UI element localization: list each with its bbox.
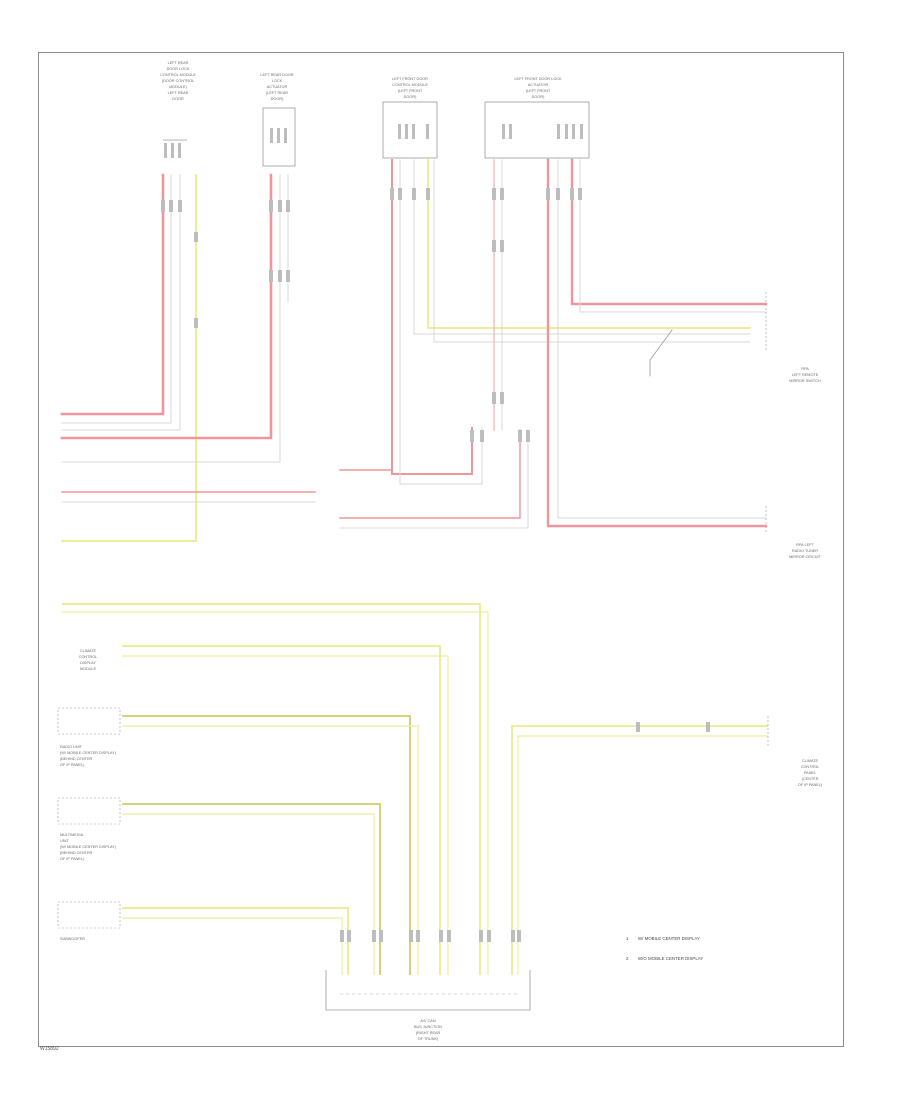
bottom-inline-connectors — [340, 930, 521, 942]
svg-text:CLIMATE: CLIMATE — [802, 759, 819, 763]
svg-text:LEFT REMOTE: LEFT REMOTE — [792, 373, 819, 377]
svg-text:RADIO TUNER: RADIO TUNER — [792, 549, 818, 553]
legend-marker-2: 2 — [626, 956, 629, 961]
svg-text:CONTROL MODULE: CONTROL MODULE — [160, 73, 196, 77]
svg-text:DOOR): DOOR) — [404, 95, 417, 99]
third-top-connector — [382, 101, 438, 159]
svg-text:RADIO UNIT: RADIO UNIT — [60, 745, 83, 749]
svg-text:LEFT REAR: LEFT REAR — [168, 61, 189, 65]
svg-text:OF IP PANEL): OF IP PANEL) — [798, 783, 823, 787]
legend-text-1: W/ MOBILE CENTER DISPLAY — [638, 936, 700, 941]
svg-text:OF TRUNK): OF TRUNK) — [418, 1037, 439, 1041]
lower-left-components: CLIMATE CONTROL DISPLAY MODULE RADIO UNI… — [57, 649, 121, 941]
svg-text:LEFT REAR: LEFT REAR — [168, 91, 189, 95]
svg-text:UNIT: UNIT — [60, 839, 70, 843]
svg-text:A/V CAN: A/V CAN — [420, 1019, 435, 1023]
svg-text:RPA: RPA — [801, 367, 809, 371]
fourth-top-connector — [484, 101, 590, 159]
legend: 1 W/ MOBILE CENTER DISPLAY 2 W/O MOBILE … — [626, 936, 703, 961]
bottom-junction-component: A/V CAN BUS JUNCTION (RIGHT REAR OF TRUN… — [325, 970, 531, 1041]
lower-right-component: CLIMATE CONTROL PANEL (CENTER OF IP PANE… — [636, 716, 823, 787]
lower-wires — [62, 603, 768, 975]
top-left-connector — [163, 139, 187, 158]
svg-text:(BEHIND CENTER: (BEHIND CENTER — [60, 757, 93, 761]
svg-text:(DOOR CONTROL: (DOOR CONTROL — [162, 79, 194, 83]
svg-text:LEFT FRONT DOOR LOCK: LEFT FRONT DOOR LOCK — [514, 77, 562, 81]
svg-text:CONTROL: CONTROL — [79, 655, 98, 659]
third-top-component-label: LEFT FRONT DOOR CONTROL MODULE (LEFT FRO… — [392, 77, 428, 99]
svg-text:LEFT FRONT DOOR: LEFT FRONT DOOR — [392, 77, 428, 81]
top-left-component-label: LEFT REAR DOOR LOCK CONTROL MODULE (DOOR… — [160, 61, 196, 101]
svg-text:(LEFT REAR: (LEFT REAR — [266, 91, 288, 95]
svg-text:(BEHIND CENTER: (BEHIND CENTER — [60, 851, 93, 855]
svg-text:DOOR): DOOR) — [271, 97, 284, 101]
legend-text-2: W/O MOBILE CENTER DISPLAY — [638, 956, 703, 961]
upper-wires — [60, 158, 768, 542]
svg-text:ACTUATOR: ACTUATOR — [267, 85, 288, 89]
svg-text:MODULE: MODULE — [80, 667, 97, 671]
second-top-connector — [262, 107, 296, 167]
svg-text:CONTROL MODULE: CONTROL MODULE — [392, 83, 428, 87]
svg-text:(CENTER: (CENTER — [802, 777, 819, 781]
svg-text:DOOR): DOOR) — [532, 95, 545, 99]
svg-text:(W/ MOBILE CENTER DISPLAY): (W/ MOBILE CENTER DISPLAY) — [60, 751, 117, 755]
svg-text:(LEFT FRONT: (LEFT FRONT — [526, 89, 551, 93]
svg-text:CLIMATE: CLIMATE — [80, 649, 97, 653]
svg-text:(W/ MOBILE CENTER DISPLAY): (W/ MOBILE CENTER DISPLAY) — [60, 845, 117, 849]
svg-text:MODULE): MODULE) — [169, 85, 187, 89]
svg-text:PANEL: PANEL — [804, 771, 816, 775]
svg-text:DOOR: DOOR — [172, 97, 184, 101]
svg-text:BUS JUNCTION: BUS JUNCTION — [414, 1025, 442, 1029]
svg-text:CONTROL: CONTROL — [801, 765, 820, 769]
svg-text:ACTUATOR: ACTUATOR — [528, 83, 549, 87]
footer-code: W15892 — [40, 1046, 59, 1052]
diagram-frame — [38, 52, 844, 1047]
svg-text:DOOR LOCK: DOOR LOCK — [167, 67, 190, 71]
svg-text:MIRROR SWITCH: MIRROR SWITCH — [789, 379, 821, 383]
svg-text:SUBWOOFER: SUBWOOFER — [60, 937, 85, 941]
second-top-component-label: LEFT REAR DOOR LOCK ACTUATOR (LEFT REAR … — [260, 73, 294, 101]
svg-text:(LEFT FRONT: (LEFT FRONT — [398, 89, 423, 93]
fourth-top-component-label: LEFT FRONT DOOR LOCK ACTUATOR (LEFT FRON… — [514, 77, 562, 99]
svg-text:MIRROR CIRCUIT: MIRROR CIRCUIT — [789, 555, 822, 559]
svg-text:(RIGHT REAR: (RIGHT REAR — [416, 1031, 441, 1035]
svg-text:LEFT REAR DOOR: LEFT REAR DOOR — [260, 73, 294, 77]
upper-right-terminals: RPA LEFT REMOTE MIRROR SWITCH RPA LEFT R… — [765, 292, 822, 559]
svg-text:OF IP PANEL): OF IP PANEL) — [60, 857, 85, 861]
svg-text:RPA LEFT: RPA LEFT — [796, 543, 814, 547]
legend-marker-1: 1 — [626, 936, 629, 941]
svg-text:LOCK: LOCK — [272, 79, 283, 83]
svg-text:DISPLAY: DISPLAY — [80, 661, 96, 665]
upper-inline-connectors — [161, 188, 582, 442]
svg-text:MULTIMEDIA: MULTIMEDIA — [60, 833, 84, 837]
svg-text:OF IP PANEL): OF IP PANEL) — [60, 763, 85, 767]
